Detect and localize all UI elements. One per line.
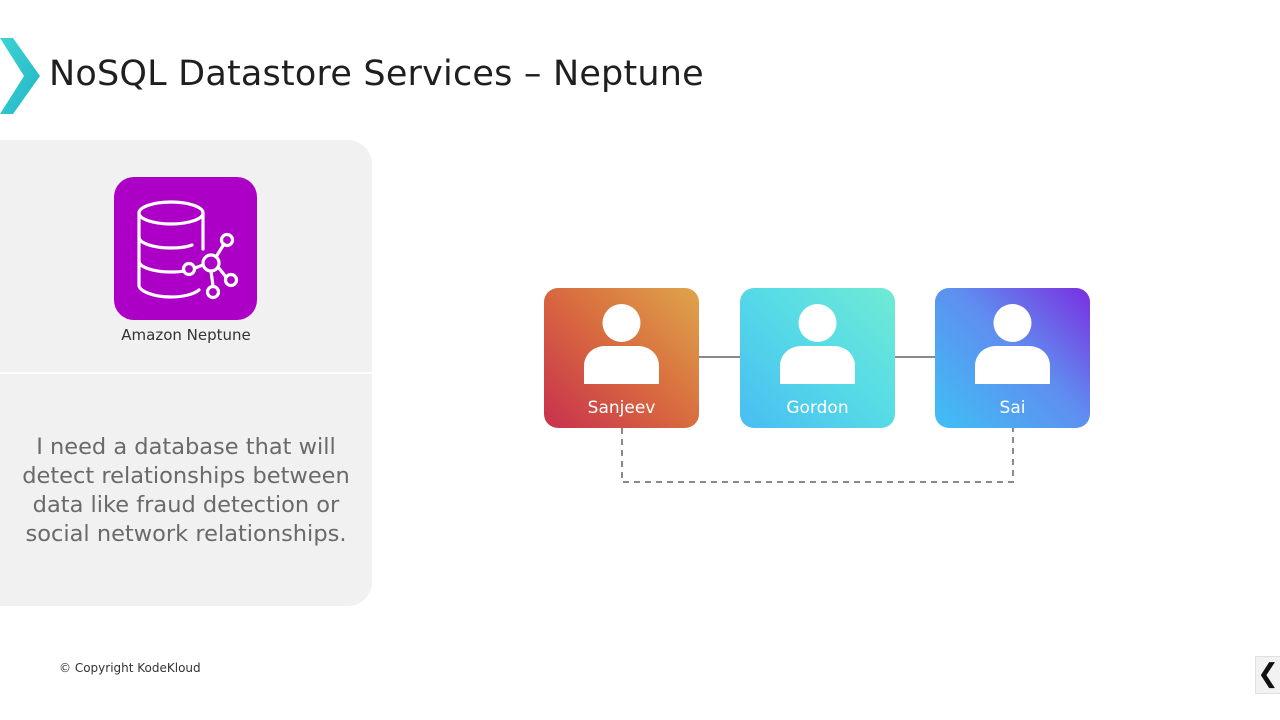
person-icon bbox=[584, 304, 659, 384]
person-icon bbox=[780, 304, 855, 384]
graph-node-sanjeev: Sanjeev bbox=[544, 288, 699, 428]
node-label-gordon: Gordon bbox=[786, 398, 849, 418]
edge-sanjeev-sai-dashed bbox=[621, 428, 1014, 483]
node-label-sanjeev: Sanjeev bbox=[587, 398, 656, 418]
service-name: Amazon Neptune bbox=[121, 326, 251, 344]
graph-node-sai: Sai bbox=[935, 288, 1090, 428]
card-divider bbox=[0, 372, 372, 374]
node-label-sai: Sai bbox=[999, 398, 1026, 418]
requirement-statement: I need a database that will detect relat… bbox=[22, 434, 350, 547]
slide-title: NoSQL Datastore Services – Neptune bbox=[49, 54, 704, 94]
service-info-card: Amazon Neptune I need a database that wi… bbox=[0, 140, 372, 606]
person-icon bbox=[975, 304, 1050, 384]
slide-chevron-logo bbox=[0, 38, 40, 114]
copyright-notice: © Copyright KodeKloud bbox=[59, 661, 201, 675]
previous-slide-button[interactable]: ❮ bbox=[1255, 656, 1280, 694]
graph-node-gordon: Gordon bbox=[740, 288, 895, 428]
neptune-database-graph-icon bbox=[114, 177, 257, 320]
